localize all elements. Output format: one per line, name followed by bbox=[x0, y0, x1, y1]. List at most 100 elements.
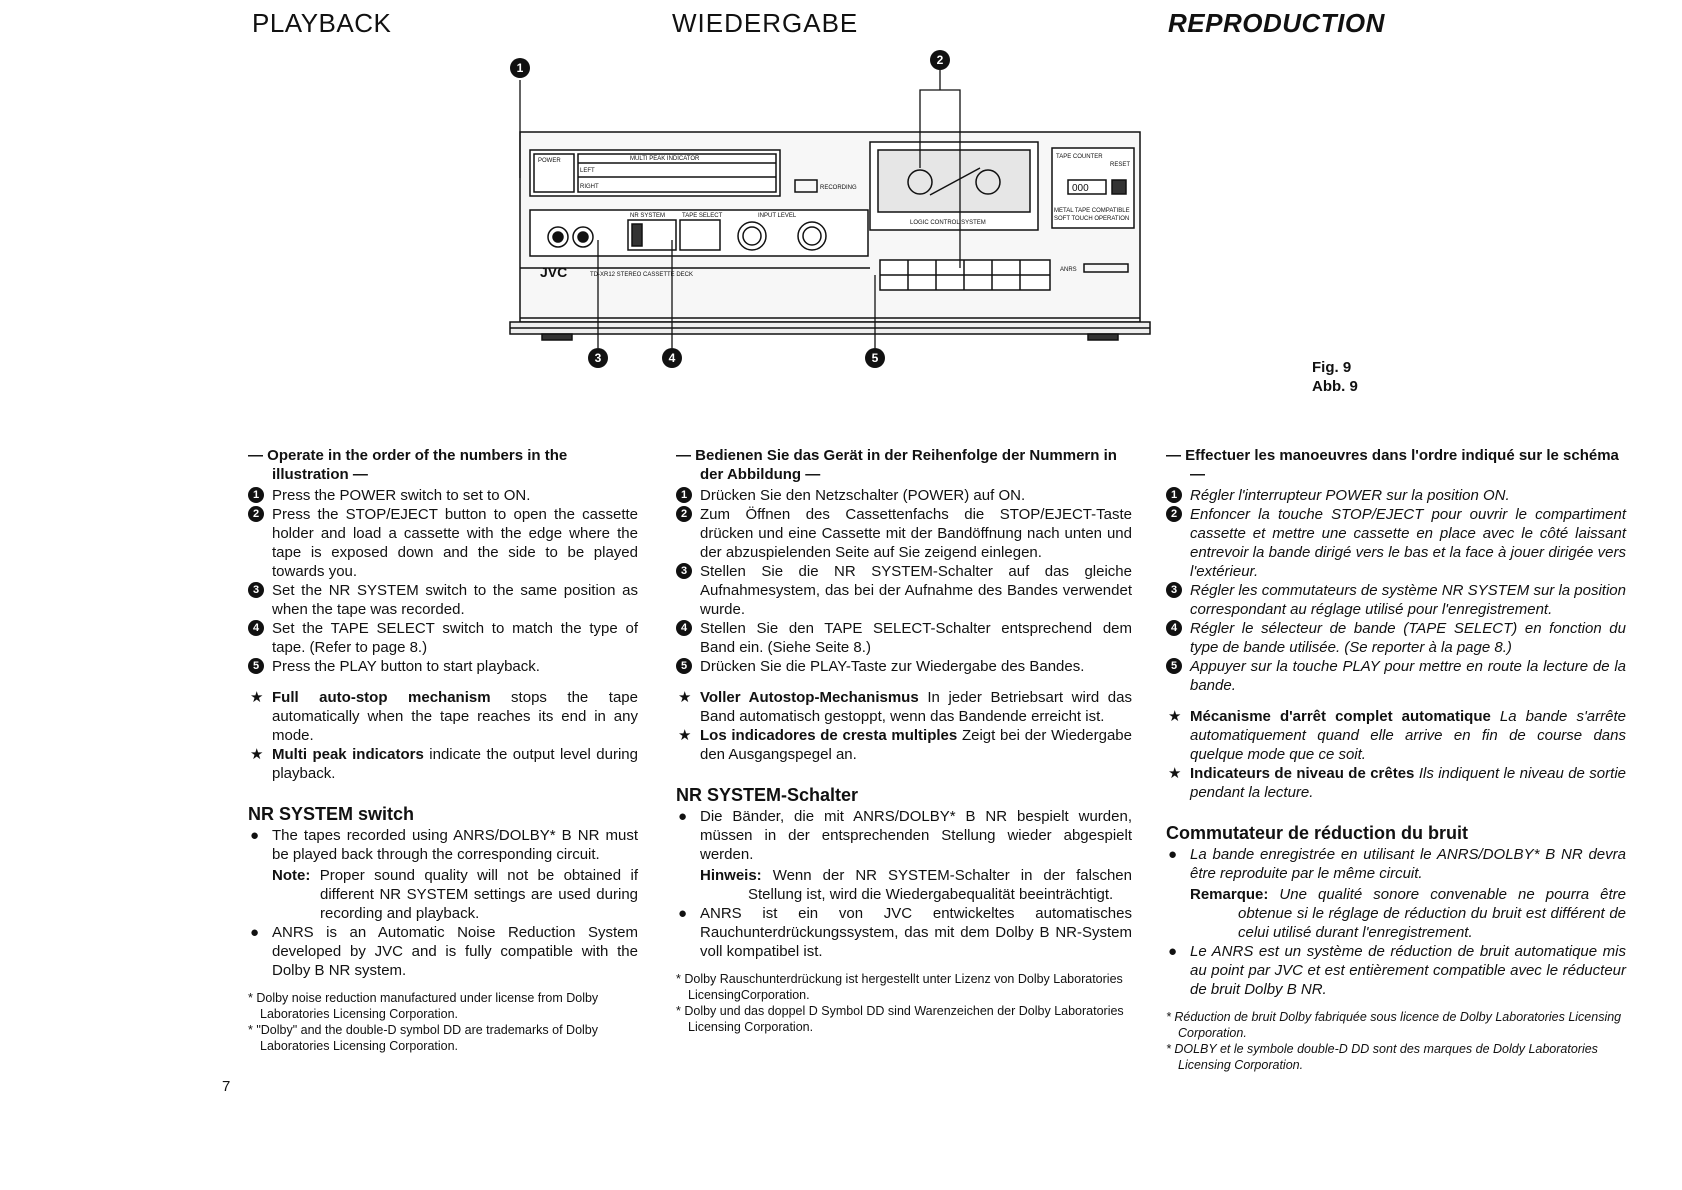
nr-bullet-list: ● Die Bänder, die mit ANRS/DOLBY* B NR be… bbox=[676, 807, 1132, 961]
star-icon: ★ bbox=[678, 727, 692, 744]
feature-item: ★ Los indicadores de cresta multiples Zei… bbox=[676, 726, 1132, 764]
deck-counter-label: TAPE COUNTER bbox=[1056, 154, 1103, 160]
feature-text: indicate the output level during playbac… bbox=[272, 746, 638, 782]
deck-logic-label: LOGIC CONTROL SYSTEM bbox=[910, 220, 986, 226]
deck-metal-label: METAL TAPE COMPATIBLE bbox=[1054, 208, 1130, 214]
feature-list: ★Full auto-stop mechanism stops the tape… bbox=[248, 688, 638, 783]
nr-bullet-text: ANRS ist ein von JVC entwickeltes automa… bbox=[700, 905, 1132, 960]
feature-text: Zeigt bei der Wiedergabe den Ausgangspeg… bbox=[700, 727, 1132, 763]
note-label: Remarque: bbox=[1190, 886, 1269, 903]
callout-5-label: 5 bbox=[872, 351, 879, 365]
feature-title: Los indicadores de cresta multiples bbox=[700, 727, 958, 744]
footnote: * Dolby Rauschunterdrückung ist hergeste… bbox=[676, 972, 1123, 1002]
tape-select-switch bbox=[679, 219, 721, 251]
step-text: Zum Öffnen des Cassettenfachs die STOP/E… bbox=[700, 506, 1132, 561]
nr-note: Remarque: Une qualité sonore convenable … bbox=[1190, 885, 1626, 942]
nr-section-title: Commutateur de réduction du bruit bbox=[1166, 823, 1469, 843]
feature-item: ★Multi peak indicators indicate the outp… bbox=[248, 745, 638, 783]
feature-title: Mécanisme d'arrêt complet automatique bbox=[1190, 708, 1491, 725]
feature-text: stops the tape automatically when the ta… bbox=[272, 689, 638, 744]
nr-bullet-text: Die Bänder, die mit ANRS/DOLBY* B NR bes… bbox=[700, 808, 1132, 863]
figure-caption-de: Abb. 9 bbox=[1312, 378, 1358, 395]
note-label: Hinweis: bbox=[700, 867, 762, 884]
page-number: 7 bbox=[222, 1078, 231, 1095]
feature-list: ★Mécanisme d'arrêt complet automatique L… bbox=[1166, 707, 1626, 802]
callout-2-label: 2 bbox=[937, 53, 944, 67]
step-text: Stellen Sie die NR SYSTEM-Schalter auf d… bbox=[700, 563, 1132, 618]
step-number-icon: 3 bbox=[248, 582, 264, 598]
step-number-icon: 1 bbox=[676, 487, 692, 503]
feature-item: ★Mécanisme d'arrêt complet automatique L… bbox=[1166, 707, 1626, 764]
operate-instruction: — Bedienen Sie das Gerät in der Reihenfo… bbox=[676, 447, 1117, 483]
step-text: Appuyer sur la touche PLAY pour mettre e… bbox=[1190, 658, 1626, 694]
header-reproduction: REPRODUCTION bbox=[1168, 8, 1385, 38]
nr-bullet-text: ANRS is an Automatic Noise Reduction Sys… bbox=[272, 924, 638, 979]
feature-item: ★Full auto-stop mechanism stops the tape… bbox=[248, 688, 638, 745]
feature-text: In jeder Betriebsart wird das Band autom… bbox=[700, 689, 1132, 725]
callout-1-label: 1 bbox=[517, 61, 524, 75]
step-number-icon: 5 bbox=[248, 658, 264, 674]
bullet-icon: ● bbox=[678, 905, 688, 922]
step-number-icon: 5 bbox=[1166, 658, 1182, 674]
nr-section-title: NR SYSTEM switch bbox=[248, 804, 415, 824]
note-label: Note: bbox=[272, 867, 311, 884]
deck-right-label: RIGHT bbox=[580, 184, 599, 190]
deck-anrs-label: ANRS bbox=[1060, 267, 1077, 273]
callout-5-marker bbox=[865, 348, 885, 368]
note-text: Wenn der NR SYSTEM-Schalter in der falsc… bbox=[748, 867, 1132, 903]
star-icon: ★ bbox=[250, 689, 264, 706]
step-text: Enfoncer la touche STOP/EJECT pour ouvri… bbox=[1190, 506, 1626, 580]
input-level-knob-left bbox=[737, 221, 767, 251]
callout-2-marker bbox=[930, 50, 950, 70]
feature-title: Multi peak indicators bbox=[272, 746, 424, 763]
step-number-icon: 1 bbox=[1166, 487, 1182, 503]
step-text: Drücken Sie die PLAY-Taste zur Wiedergab… bbox=[700, 658, 1085, 675]
step-text: Régler les commutateurs de système NR SY… bbox=[1190, 582, 1626, 618]
nr-bullet-text: Le ANRS est un système de réduction de b… bbox=[1190, 943, 1626, 998]
step-number-icon: 4 bbox=[676, 620, 692, 636]
cassette-deck-illustration: POWER MULTI PEAK INDICATOR LEFT RIGHT RE… bbox=[509, 50, 1151, 368]
footnote: * Dolby und das doppel D Symbol DD sind … bbox=[676, 1004, 1124, 1034]
nr-bullet: ●The tapes recorded using ANRS/DOLBY* B … bbox=[248, 826, 638, 923]
step-text: Drücken Sie den Netzschalter (POWER) auf… bbox=[700, 487, 1026, 504]
footnote: * Réduction de bruit Dolby fabriquée sou… bbox=[1166, 1010, 1622, 1040]
callout-1-marker bbox=[510, 58, 530, 78]
callout-4-label: 4 bbox=[669, 351, 676, 365]
operate-instruction: — Effectuer les manoeuvres dans l'ordre … bbox=[1166, 447, 1619, 483]
nr-note: Note: Proper sound quality will not be o… bbox=[272, 866, 638, 923]
note-text: Une qualité sonore convenable ne pourra … bbox=[1238, 886, 1626, 941]
nr-bullet: ● Die Bänder, die mit ANRS/DOLBY* B NR be… bbox=[676, 807, 1132, 904]
column-english: — Operate in the order of the numbers in… bbox=[248, 446, 638, 1054]
step-text: Set the NR SYSTEM switch to the same pos… bbox=[272, 582, 638, 618]
meter-panel bbox=[529, 149, 781, 197]
step-item: 5 Appuyer sur la touche PLAY pour mettre … bbox=[1166, 657, 1626, 695]
bullet-icon: ● bbox=[678, 808, 688, 825]
step-number-icon: 3 bbox=[1166, 582, 1182, 598]
callout-4-marker bbox=[662, 348, 682, 368]
column-german: — Bedienen Sie das Gerät in der Reihenfo… bbox=[676, 446, 1132, 1035]
step-number-icon: 2 bbox=[248, 506, 264, 522]
step-item: 2 Enfoncer la touche STOP/EJECT pour ouvr… bbox=[1166, 505, 1626, 581]
operate-instruction: — Operate in the order of the numbers in… bbox=[248, 447, 568, 483]
step-number-icon: 2 bbox=[1166, 506, 1182, 522]
footnotes: * Dolby Rauschunterdrückung ist hergeste… bbox=[676, 971, 1132, 1035]
star-icon: ★ bbox=[1168, 708, 1182, 725]
callout-3-label: 3 bbox=[595, 351, 602, 365]
deck-left-label: LEFT bbox=[580, 168, 595, 174]
input-level-knob-right bbox=[797, 221, 827, 251]
bullet-icon: ● bbox=[1168, 943, 1178, 960]
deck-soft-label: SOFT TOUCH OPERATION bbox=[1054, 216, 1129, 222]
header-wiedergabe: WIEDERGABE bbox=[672, 8, 859, 38]
bullet-icon: ● bbox=[1168, 846, 1178, 863]
feature-title: Voller Autostop-Mechanismus bbox=[700, 689, 919, 706]
step-list: 1 Drücken Sie den Netzschalter (POWER) au… bbox=[676, 486, 1132, 676]
nr-system-switch bbox=[627, 219, 677, 251]
feature-item: ★Voller Autostop-Mechanismus In jeder Be… bbox=[676, 688, 1132, 726]
step-text: Press the STOP/EJECT button to open the … bbox=[272, 506, 638, 580]
